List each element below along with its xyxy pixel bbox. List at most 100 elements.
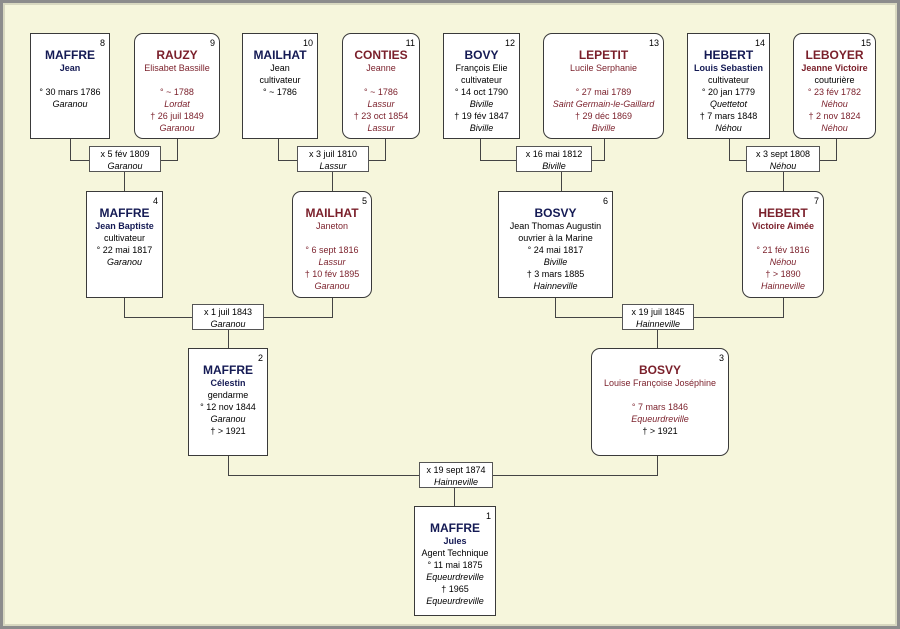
given-name: François Elie [455,63,508,73]
given-name: Jeanne Victoire [801,63,868,73]
sosa-number: 15 [860,38,871,48]
surname: BOVY [464,48,499,62]
birth: ° 12 nov 1844 [200,402,256,412]
surname: BOSVY [534,206,577,220]
person-card-13[interactable]: 13 LEPETIT Lucile Serphanie ° 27 mai 178… [543,33,664,139]
given-name: Jeanne [366,63,396,73]
sosa-number: 6 [602,196,608,206]
death: † 26 juil 1849 [150,111,204,121]
marriage-place: Garanou [210,319,246,329]
sosa-number: 1 [485,511,491,521]
marriage-place: Garanou [107,161,143,171]
occupation: cultivateur [103,233,146,243]
marriage-box-m1[interactable]: x 19 sept 1874 Hainneville [419,462,493,488]
marriage-place: Néhou [769,161,797,171]
person-card-4[interactable]: 4 MAFFRE Jean Baptiste cultivateur ° 22 … [86,191,163,298]
person-card-6[interactable]: 6 BOSVY Jean Thomas Augustin ouvrier à l… [498,191,613,298]
given-name: Jean Thomas Augustin [509,221,602,231]
birth-place: Biville [469,99,494,109]
marriage-box-m2[interactable]: x 1 juil 1843 Garanou [192,304,264,330]
person-card-7[interactable]: 7 HEBERT Victoire Aimée ° 21 fév 1816 Né… [742,191,824,298]
birth: ° 30 mars 1786 [39,87,101,97]
birth-place: Garanou [106,257,143,267]
death: † 10 fév 1895 [304,269,360,279]
death: † 19 fév 1847 [454,111,509,121]
death: † > 1921 [642,426,678,436]
birth-place: Lassur [318,257,346,267]
sosa-number: 2 [257,353,263,363]
given-name: Lucile Serphanie [569,63,638,73]
person-card-11[interactable]: 11 CONTIES Jeanne ° ~ 1786 Lassur † 23 o… [342,33,420,139]
sosa-number: 10 [302,38,313,48]
birth: ° 14 oct 1790 [454,87,509,97]
surname: CONTIES [354,48,408,62]
occupation: gendarme [207,390,249,400]
marriage-box-m5[interactable]: x 3 juil 1810 Lassur [297,146,369,172]
given-name: Jean [270,63,290,73]
death-place: Hainneville [533,281,578,291]
given-name: Jean [59,63,81,73]
marriage-date: x 3 juil 1810 [308,149,358,159]
person-card-5[interactable]: 5 MAILHAT Janeton ° 6 sept 1816 Lassur †… [292,191,372,298]
marriage-box-m3[interactable]: x 19 juil 1845 Hainneville [622,304,694,330]
person-card-8[interactable]: 8 MAFFRE Jean ° 30 mars 1786 Garanou [30,33,110,139]
surname: RAUZY [156,48,198,62]
person-card-3[interactable]: 3 BOSVY Louise Françoise Joséphine ° 7 m… [591,348,729,456]
sosa-number: 8 [99,38,105,48]
death-place: Garanou [314,281,350,291]
surname: MAFFRE [203,363,253,377]
surname: MAFFRE [430,521,480,535]
marriage-box-m7[interactable]: x 3 sept 1808 Néhou [746,146,820,172]
marriage-date: x 3 sept 1808 [755,149,811,159]
death: † 29 déc 1869 [574,111,633,121]
death-place: Biville [591,123,616,133]
marriage-box-m4[interactable]: x 5 fév 1809 Garanou [89,146,161,172]
given-name: Louise Françoise Joséphine [603,378,717,388]
birth: ° 22 mai 1817 [96,245,153,255]
birth: ° ~ 1786 [263,87,297,97]
person-card-9[interactable]: 9 RAUZY Elisabet Bassille ° ~ 1788 Lorda… [134,33,220,139]
birth-place: Garanou [210,414,246,424]
occupation: Agent Technique [421,548,489,558]
marriage-date: x 19 sept 1874 [426,465,486,475]
surname: BOSVY [638,363,681,377]
person-card-2[interactable]: 2 MAFFRE Célestin gendarme ° 12 nov 1844… [188,348,268,456]
occupation: cultivateur [259,75,301,85]
birth: ° 20 jan 1779 [701,87,756,97]
birth-place: Néhou [769,257,797,267]
birth-place: Néhou [821,99,848,109]
birth-place: Saint Germain-le-Gaillard [552,99,655,109]
marriage-date: x 19 juil 1845 [631,307,685,317]
death-place: Hainneville [760,281,806,291]
death: † 3 mars 1885 [526,269,585,279]
death-place: Lassur [367,123,395,133]
person-card-12[interactable]: 12 BOVY François Elie cultivateur ° 14 o… [443,33,520,139]
surname: MAFFRE [45,48,95,62]
given-name: Célestin [210,378,246,388]
marriage-place: Lassur [319,161,347,171]
sosa-number: 11 [405,38,415,48]
sosa-number: 5 [361,196,367,206]
person-card-14[interactable]: 14 HEBERT Louis Sebastien cultivateur ° … [687,33,770,139]
death-place: Néhou [821,123,848,133]
person-card-15[interactable]: 15 LEBOYER Jeanne Victoire couturière ° … [793,33,876,139]
birth: ° 23 fév 1782 [807,87,862,97]
birth-place: Lassur [367,99,395,109]
surname: MAILHAT [253,48,307,62]
surname: MAILHAT [305,206,359,220]
marriage-place: Hainneville [433,477,479,487]
marriage-box-m6[interactable]: x 16 mai 1812 Biville [516,146,592,172]
death-place: Garanou [159,123,195,133]
death-place: Biville [469,123,494,133]
person-card-1[interactable]: 1 MAFFRE Jules Agent Technique ° 11 mai … [414,506,496,616]
sosa-number: 13 [648,38,659,48]
death: † > 1921 [210,426,246,436]
birth: ° 6 sept 1816 [305,245,359,255]
death-place: Equeurdreville [426,596,484,606]
surname: MAFFRE [99,206,150,220]
person-card-10[interactable]: 10 MAILHAT Jean cultivateur ° ~ 1786 [242,33,318,139]
sosa-number: 9 [209,38,215,48]
given-name: Jean Baptiste [95,221,154,231]
birth: ° 21 fév 1816 [756,245,810,255]
